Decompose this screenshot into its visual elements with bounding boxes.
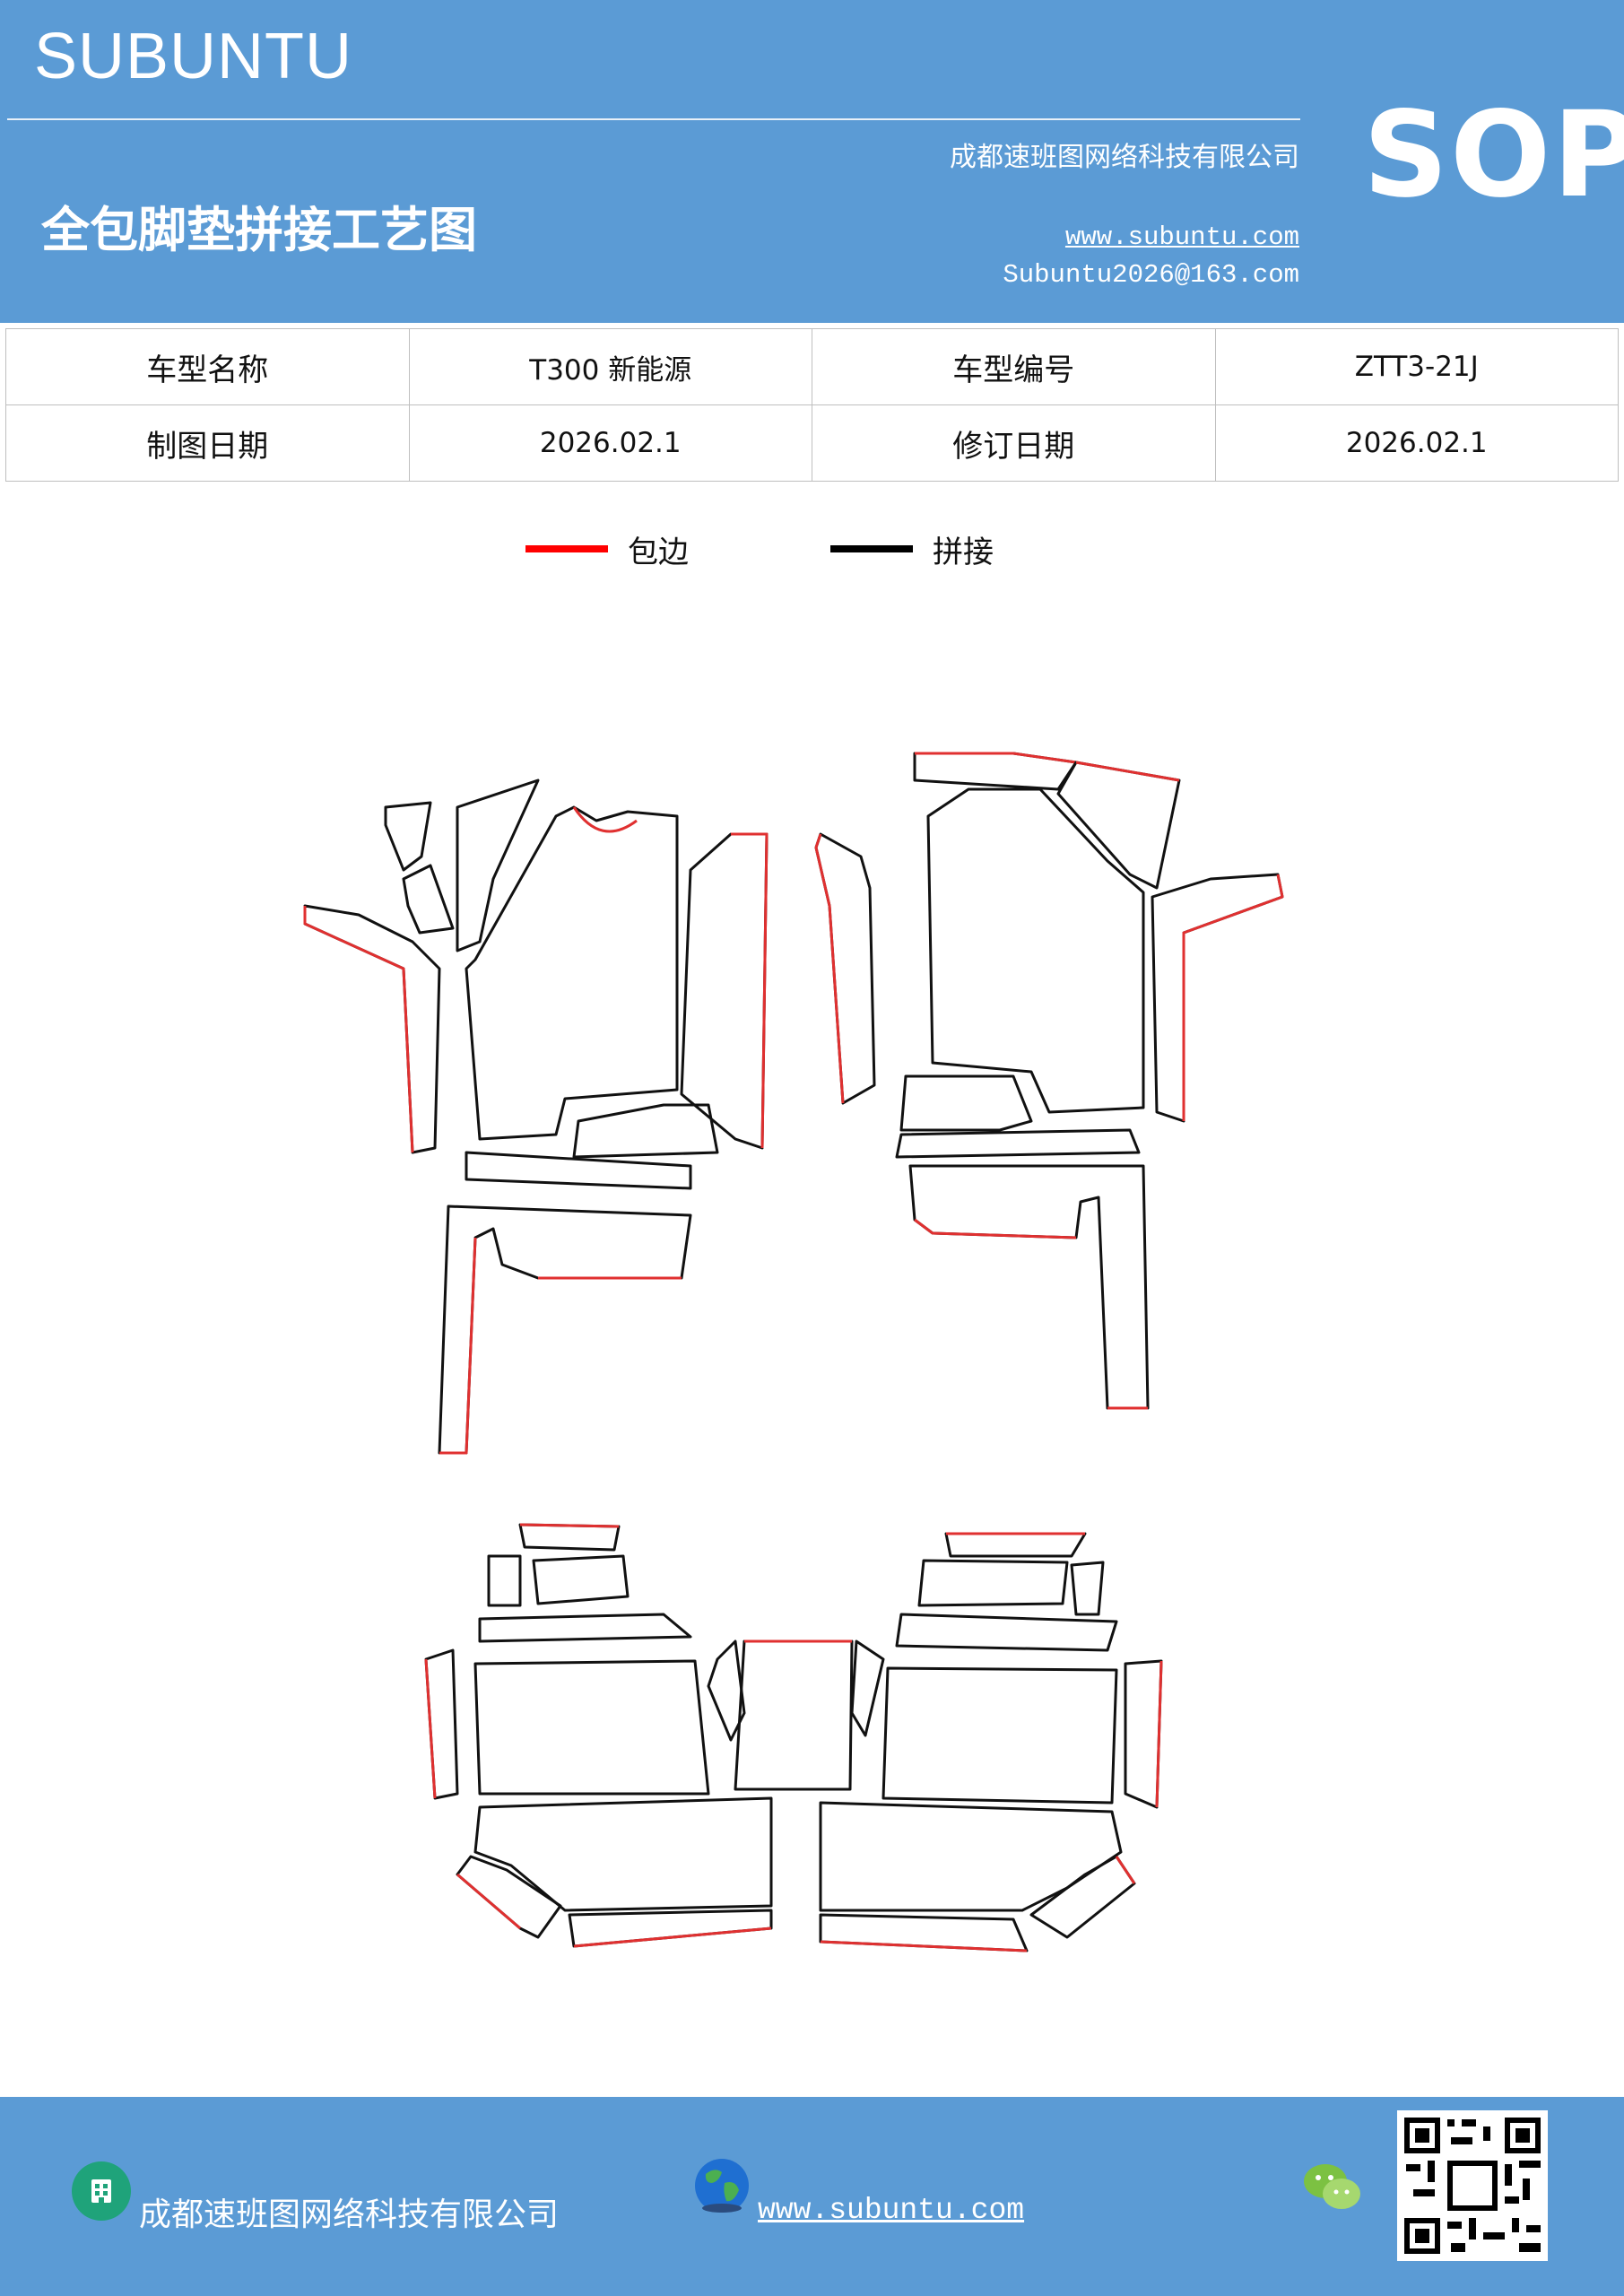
mat-piece xyxy=(518,1523,621,1552)
legend-label: 拼接 xyxy=(933,534,994,570)
mat-piece xyxy=(402,864,455,935)
header-divider xyxy=(7,118,1300,120)
mat-piece xyxy=(384,801,432,872)
table-row: 制图日期 2026.02.1 修订日期 2026.02.1 xyxy=(5,404,1619,482)
building-icon xyxy=(72,2161,131,2221)
mat-piece xyxy=(438,1205,692,1455)
header-website-link[interactable]: www.subuntu.com xyxy=(1064,222,1299,252)
mat-piece xyxy=(899,1074,1033,1132)
mat-piece xyxy=(944,1532,1087,1558)
table-cell: T300 新能源 xyxy=(408,328,812,405)
mat-piece xyxy=(881,1666,1118,1805)
legend-item-edge: 包边 xyxy=(525,522,689,576)
table-cell: ZTT3-21J xyxy=(1214,328,1619,405)
mat-piece xyxy=(926,787,1145,1114)
mat-piece xyxy=(1070,1561,1105,1616)
sop-badge: SOP xyxy=(1363,86,1624,224)
vehicle-info-table: 车型名称 T300 新能源 车型编号 ZTT3-21J 制图日期 2026.02… xyxy=(5,328,1619,482)
mat-piece xyxy=(731,832,769,1149)
mat-piece xyxy=(850,1639,885,1737)
footer-company: 成都速班图网络科技有限公司 xyxy=(139,2196,560,2233)
mat-piece xyxy=(572,806,638,833)
table-cell: 修订日期 xyxy=(812,404,1216,482)
footer-website-link[interactable]: www.subuntu.com xyxy=(758,2194,1025,2227)
mat-piece xyxy=(814,833,845,1104)
floor-mat-pattern-diagram xyxy=(303,752,1284,1952)
rear-left-mat-group xyxy=(424,1523,854,1948)
mat-piece xyxy=(895,1128,1141,1159)
mat-piece xyxy=(473,1796,773,1912)
mat-piece xyxy=(1115,1856,1136,1884)
mat-piece xyxy=(915,752,1077,764)
mat-piece xyxy=(465,1151,692,1190)
wechat-icon xyxy=(1302,2160,1363,2213)
mat-piece xyxy=(532,1554,630,1605)
legend-item-seam: 拼接 xyxy=(830,522,994,576)
mat-piece xyxy=(820,1940,1028,1952)
table-cell: 制图日期 xyxy=(5,404,410,482)
header-email: Subuntu2026@163.com xyxy=(1003,260,1299,290)
mat-piece xyxy=(1182,874,1284,1121)
mat-piece xyxy=(456,778,540,952)
mat-piece xyxy=(814,832,876,1105)
legend-swatch-black xyxy=(830,545,913,552)
brand-logo: SUBUNTU xyxy=(34,21,353,92)
mat-piece xyxy=(568,1909,773,1948)
rear-right-mat-group xyxy=(819,1532,1163,1952)
mat-piece xyxy=(487,1554,522,1607)
table-row: 车型名称 T300 新能源 车型编号 ZTT3-21J xyxy=(5,328,1619,405)
mat-piece xyxy=(303,904,441,1154)
mat-piece xyxy=(424,1658,437,1799)
front-right-mat-group xyxy=(814,752,1284,1410)
mat-piece xyxy=(456,1855,562,1939)
mat-piece xyxy=(908,1164,1150,1410)
mat-piece xyxy=(456,1873,521,1930)
table-cell: 车型编号 xyxy=(812,328,1216,405)
mat-piece xyxy=(734,1639,854,1791)
mat-piece xyxy=(1075,761,1180,782)
mat-piece xyxy=(465,805,679,1141)
mat-piece xyxy=(914,1218,1077,1239)
globe-icon xyxy=(692,2156,751,2215)
mat-piece xyxy=(680,832,769,1150)
front-left-mat-group xyxy=(303,778,769,1455)
table-cell: 车型名称 xyxy=(5,328,410,405)
mat-piece xyxy=(707,1639,746,1742)
mat-piece xyxy=(1124,1659,1163,1809)
legend-label: 包边 xyxy=(628,534,689,570)
mat-piece xyxy=(573,1926,772,1948)
mat-piece xyxy=(572,1103,719,1159)
mat-piece xyxy=(819,1801,1123,1912)
mat-piece xyxy=(303,906,414,1153)
mat-piece xyxy=(519,1523,620,1528)
qr-code[interactable] xyxy=(1397,2110,1548,2261)
mat-piece xyxy=(478,1613,692,1643)
legend-swatch-red xyxy=(525,545,608,552)
mat-piece xyxy=(895,1613,1118,1652)
table-cell: 2026.02.1 xyxy=(1214,404,1619,482)
header-company: 成都速班图网络科技有限公司 xyxy=(950,142,1299,173)
table-cell: 2026.02.1 xyxy=(408,404,812,482)
mat-piece xyxy=(917,1559,1069,1607)
page-title: 全包脚垫拼接工艺图 xyxy=(41,201,477,258)
mat-piece xyxy=(1151,873,1284,1123)
mat-piece xyxy=(473,1659,710,1796)
mat-piece xyxy=(1155,1660,1163,1808)
mat-piece xyxy=(439,1237,477,1455)
header-banner xyxy=(0,0,1624,323)
